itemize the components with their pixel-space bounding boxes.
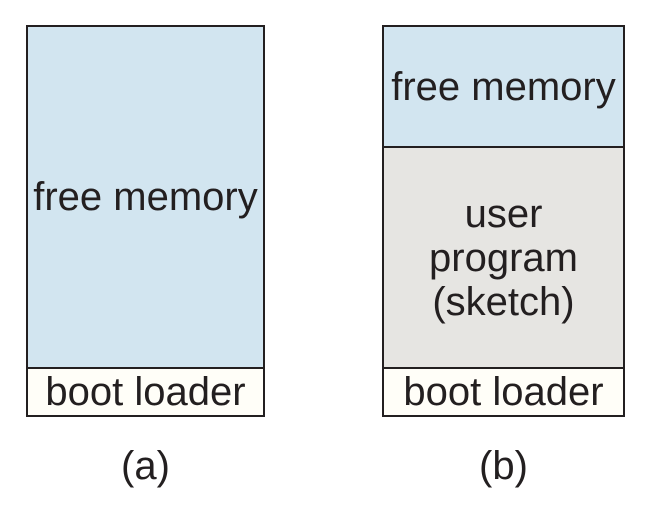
- segment-free-memory-b: free memory: [384, 27, 623, 146]
- segment-free-memory-a: free memory: [28, 27, 263, 367]
- memory-box-a: free memory boot loader: [26, 25, 265, 417]
- figure-caption-b: (b): [479, 444, 528, 488]
- segment-user-program-b: user program (sketch): [384, 146, 623, 367]
- figure-caption-a: (a): [121, 444, 170, 488]
- segment-boot-loader-b: boot loader: [384, 367, 623, 415]
- memory-box-b: free memory user program (sketch) boot l…: [382, 25, 625, 417]
- segment-boot-loader-a: boot loader: [28, 367, 263, 415]
